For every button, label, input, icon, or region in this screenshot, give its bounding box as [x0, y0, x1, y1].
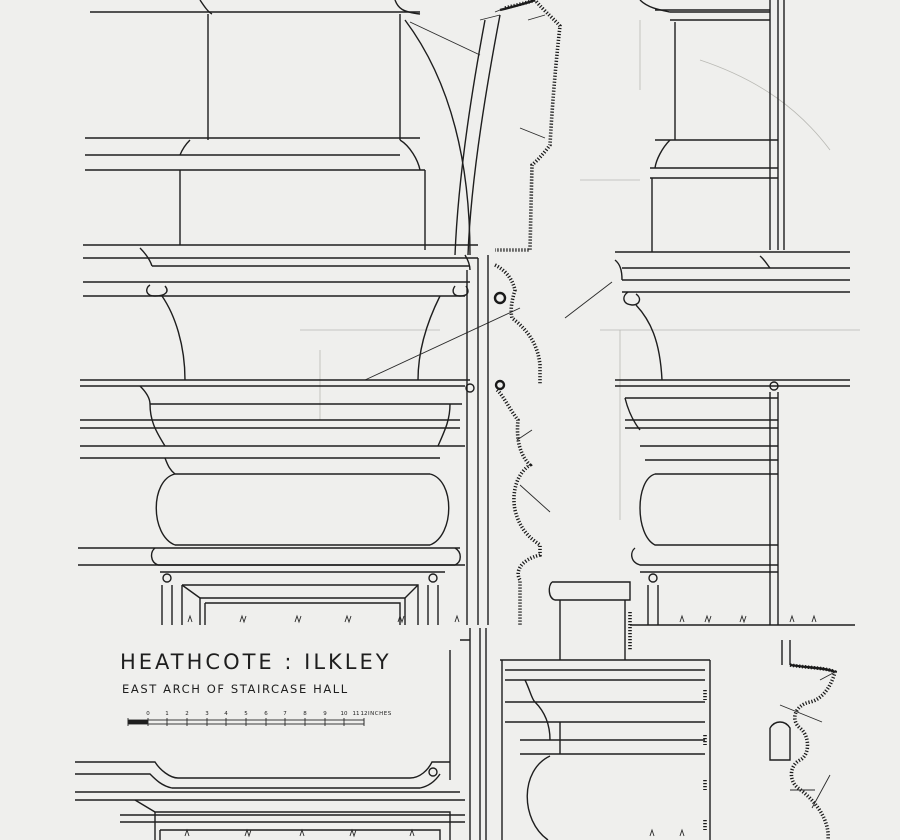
scale-tick-label: 4: [224, 711, 228, 717]
column-base-elevation: [78, 379, 475, 625]
scale-bar: [127, 718, 365, 726]
middle-capital-elevation: [83, 244, 521, 381]
bottom-right-profile: [769, 640, 838, 840]
scale-tick-label: 6: [264, 711, 268, 717]
scale-tick-label: 9: [323, 711, 327, 717]
scale-tick-label: 10: [340, 711, 348, 717]
scale-tick-label: 12: [360, 711, 368, 717]
lower-center-pedestal: [548, 581, 632, 660]
ground-marks-left: [187, 614, 460, 624]
scale-tick-label: 11: [352, 711, 360, 717]
show-through-lines: [300, 20, 860, 520]
moulding-profile-section: [493, 0, 562, 625]
scale-tick-label: 7: [283, 711, 287, 717]
right-elevation: [564, 0, 855, 626]
scale-tick-label: 1: [165, 711, 169, 717]
drawing-subtitle: EAST ARCH OF STAIRCASE HALL: [122, 682, 349, 696]
lower-left-frame: [75, 628, 487, 840]
upper-entablature-elevation: [85, 0, 426, 250]
drawing-title: HEATHCOTE : ILKLEY: [120, 650, 392, 674]
bottom-right-detail: [500, 659, 711, 840]
scale-tick-label: 0: [146, 711, 150, 717]
arch-curves: [404, 14, 501, 625]
scale-tick-label: 2: [185, 711, 189, 717]
scale-tick-label: 8: [303, 711, 307, 717]
scale-tick-label: 5: [244, 711, 248, 717]
scale-unit-label: INCHES: [368, 711, 392, 717]
scale-tick-label: 3: [205, 711, 209, 717]
